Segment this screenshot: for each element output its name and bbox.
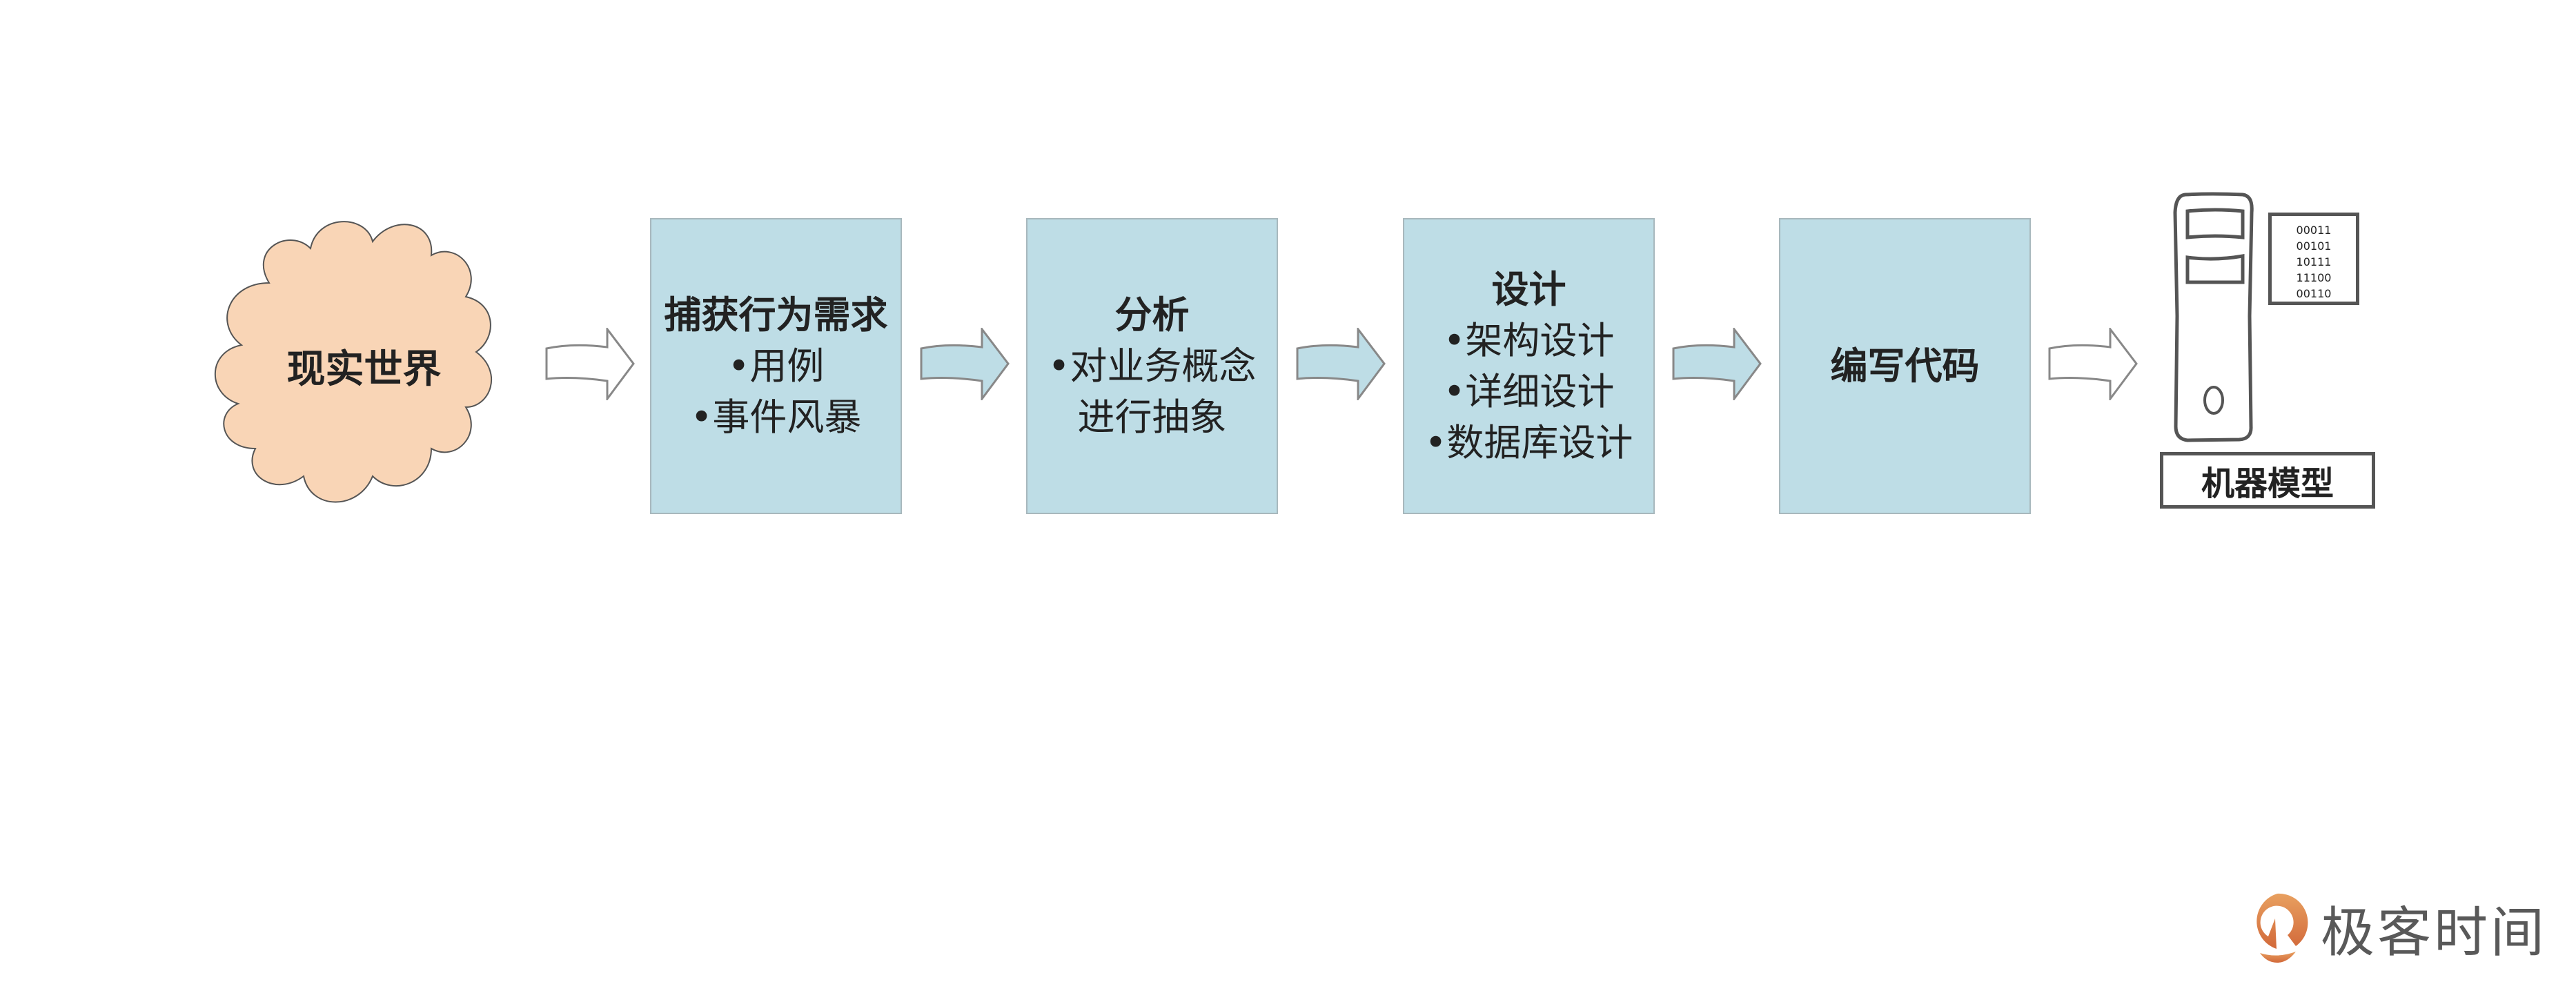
binary-code-box: 00011 00101 10111 11100 00110 bbox=[2268, 213, 2359, 305]
step-title: 设计 bbox=[1491, 267, 1566, 311]
arrow-right-icon bbox=[1296, 328, 1386, 400]
geektime-logo-icon bbox=[2257, 893, 2308, 963]
geektime-logo-text: 极客时间 bbox=[2321, 902, 2548, 964]
binary-line: 11100 bbox=[2296, 271, 2332, 284]
step-write-code: 编写代码 bbox=[1779, 218, 2031, 514]
real-world-label: 现实世界 bbox=[286, 346, 442, 392]
geektime-logo: 极客时间 bbox=[2246, 890, 2547, 966]
arrow-right-icon bbox=[1672, 328, 1762, 400]
server-tower-icon bbox=[2173, 192, 2254, 442]
step-analysis: 分析 •对业务概念 进行抽象 bbox=[1026, 218, 1278, 514]
arrow-right-icon bbox=[545, 328, 635, 400]
step-title: 分析 bbox=[1114, 293, 1190, 337]
step-title: 捕获行为需求 bbox=[664, 293, 888, 337]
step-title: 编写代码 bbox=[1830, 344, 1980, 388]
step-line: •事件风暴 bbox=[690, 395, 862, 439]
arrow-right-icon bbox=[920, 328, 1010, 400]
real-world-cloud-shape bbox=[214, 221, 493, 503]
step-design: 设计 •架构设计 •详细设计 •数据库设计 bbox=[1403, 218, 1655, 514]
step-line: •对业务概念 bbox=[1048, 344, 1257, 388]
step-capture-requirements: 捕获行为需求 •用例 •事件风暴 bbox=[650, 218, 902, 514]
binary-line: 00110 bbox=[2296, 287, 2332, 300]
binary-line: 00011 bbox=[2296, 224, 2332, 237]
step-line: •详细设计 bbox=[1443, 369, 1615, 413]
step-line: 进行抽象 bbox=[1077, 395, 1227, 439]
arrow-right-icon bbox=[2048, 328, 2138, 400]
step-line: •架构设计 bbox=[1443, 318, 1615, 362]
step-line: •用例 bbox=[727, 344, 825, 388]
binary-line: 10111 bbox=[2296, 255, 2332, 268]
binary-line: 00101 bbox=[2296, 239, 2332, 253]
step-line: •数据库设计 bbox=[1424, 420, 1633, 464]
machine-model-label: 机器模型 bbox=[2160, 452, 2375, 509]
